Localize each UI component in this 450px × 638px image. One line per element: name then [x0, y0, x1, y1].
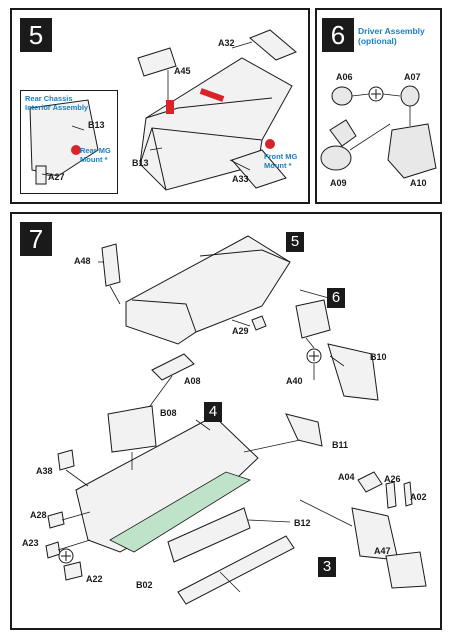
step7-part-a22: [63, 561, 83, 581]
step7-part-a47-cover: [385, 551, 427, 589]
step5-part-a32: [249, 29, 297, 61]
step7-part-a26: [385, 481, 397, 509]
step7-ref-5: 5: [290, 233, 300, 250]
rear-mg-marker: [71, 145, 81, 155]
label-a32: A32: [218, 38, 235, 48]
step5-part-a33: [231, 149, 287, 189]
step7-ref-badge-5: 5: [286, 232, 304, 252]
rear-chassis-callout-title: Rear Chassis Interior Assembly: [25, 94, 88, 112]
step-5-badge: 5: [20, 18, 52, 52]
step7-part-b08: [107, 405, 157, 453]
front-mg-line2: Mount *: [264, 161, 292, 170]
label-a48: A48: [74, 256, 91, 266]
step6-part-a06: [331, 86, 353, 106]
label-a22: A22: [86, 574, 103, 584]
step7-driver-assembly: [295, 299, 331, 339]
front-mg-mount-label: Front MG Mount *: [264, 152, 297, 170]
front-mg-line1: Front MG: [264, 152, 298, 161]
label-a29: A29: [232, 326, 249, 336]
label-a38: A38: [36, 466, 53, 476]
step7-ref-3: 3: [322, 558, 332, 575]
label-a47: A47: [374, 546, 391, 556]
step-7-badge: 7: [20, 222, 52, 256]
step7-ref-6: 6: [331, 289, 341, 306]
label-a28: A28: [30, 510, 47, 520]
step7-part-a48: [101, 243, 121, 287]
label-a02: A02: [410, 492, 427, 502]
label-b11: B11: [332, 440, 349, 450]
step7-part-b11: [285, 413, 323, 447]
step-5-number: 5: [28, 20, 44, 50]
step-6-number: 6: [330, 20, 346, 50]
step7-ref-badge-4: 4: [204, 402, 222, 422]
label-b13-callout: B13: [88, 120, 105, 130]
step-7-panel: [10, 212, 442, 630]
label-b08: B08: [160, 408, 177, 418]
step7-part-a29: [251, 315, 267, 331]
label-a09: A09: [330, 178, 347, 188]
step6-part-a09: [320, 145, 352, 171]
label-a04: A04: [338, 472, 355, 482]
step7-part-b02: [177, 535, 295, 605]
step6-part-a10: [387, 123, 437, 179]
step-6-badge: 6: [322, 18, 354, 52]
step5-red-strip: [199, 88, 225, 102]
step-6-title: Driver Assembly (optional): [358, 26, 425, 46]
step7-ref-badge-6: 6: [327, 288, 345, 308]
step5-part-a45: [137, 47, 177, 77]
step6-arms: [329, 119, 357, 147]
step7-part-b12: [167, 507, 251, 563]
step7-part-a28: [47, 511, 65, 529]
step7-part-a02: [403, 481, 413, 507]
step7-part-a08: [151, 353, 195, 381]
step-6-title-line2: (optional): [358, 36, 397, 46]
step-6-title-line1: Driver Assembly: [358, 26, 425, 36]
label-a27: A27: [48, 172, 65, 182]
step-7-number: 7: [28, 224, 44, 254]
step7-part-b10: [327, 343, 379, 401]
step7-ref-badge-3: 3: [318, 557, 336, 577]
step7-ref-4: 4: [208, 403, 218, 420]
label-a26: A26: [384, 474, 401, 484]
label-b02: B02: [136, 580, 153, 590]
label-a45: A45: [174, 66, 191, 76]
label-a23: A23: [22, 538, 39, 548]
step7-part-a04: [357, 471, 383, 493]
step5-red-block: [166, 100, 174, 114]
label-a10: A10: [410, 178, 427, 188]
step5-callout-interior: [29, 99, 99, 177]
rear-mg-line1: Rear MG: [80, 146, 111, 155]
rear-mg-mount-label: Rear MG Mount *: [80, 146, 111, 164]
step5-part-a27: [35, 165, 47, 185]
label-a07: A07: [404, 72, 421, 82]
label-b12: B12: [294, 518, 311, 528]
step7-upper-hull: [125, 235, 291, 345]
rear-mg-line2: Mount *: [80, 155, 108, 164]
front-mg-marker: [265, 139, 275, 149]
step6-part-a07: [400, 85, 420, 107]
label-a40: A40: [286, 376, 303, 386]
label-a08: A08: [184, 376, 201, 386]
step7-part-a23: [45, 541, 61, 559]
label-a06: A06: [336, 72, 353, 82]
rear-chassis-title-line2: Interior Assembly: [25, 103, 89, 112]
label-b10: B10: [370, 352, 387, 362]
rear-chassis-title-line1: Rear Chassis: [25, 94, 73, 103]
step7-part-a38: [57, 449, 75, 471]
label-b13-main: B13: [132, 158, 149, 168]
step7-green-floor: [109, 471, 251, 553]
label-a33: A33: [232, 174, 249, 184]
